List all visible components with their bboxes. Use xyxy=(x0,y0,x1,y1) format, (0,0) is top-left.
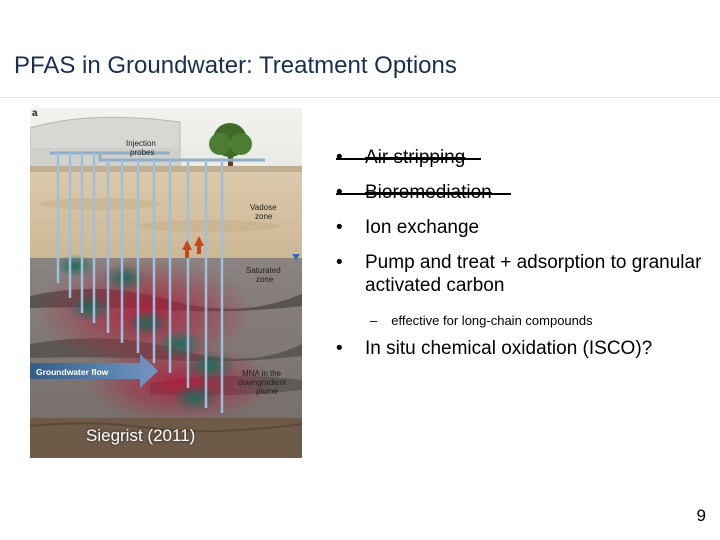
groundwater-remediation-figure: a Injection probes Vadose zone Saturated… xyxy=(30,108,302,458)
mna-label-3: plume xyxy=(256,387,278,396)
mna-label-2: downgradient xyxy=(238,378,287,387)
strikethrough-line xyxy=(336,158,481,160)
bullet-text: Pump and treat + adsorption to granular … xyxy=(365,252,702,296)
bullet-item-isco: • In situ chemical oxidation (ISCO)? xyxy=(336,337,665,360)
bullet-item-air-stripping: • Air stripping xyxy=(336,146,481,169)
figure-caption: Siegrist (2011) xyxy=(86,426,196,445)
sub-bullet-marker: – xyxy=(370,313,378,328)
groundwater-flow-label: Groundwater flow xyxy=(36,367,109,377)
title-divider xyxy=(0,97,720,98)
bullet-marker: • xyxy=(336,217,343,238)
probes-label: probes xyxy=(130,148,154,157)
bullet-marker: • xyxy=(336,338,343,359)
bullet-text: In situ chemical oxidation (ISCO)? xyxy=(365,338,653,359)
vadose-label: Vadose xyxy=(250,203,277,212)
saturated-zone-label: zone xyxy=(256,275,274,284)
strikethrough-line xyxy=(336,193,511,195)
sub-bullet-text: effective for long-chain compounds xyxy=(391,313,593,328)
saturated-label: Saturated xyxy=(246,266,281,275)
panel-label: a xyxy=(32,108,38,119)
bullet-marker: • xyxy=(336,146,343,169)
bullet-item-ion-exchange: • Ion exchange xyxy=(336,216,479,239)
bullet-item-pump-and-treat: • Pump and treat + adsorption to granula… xyxy=(336,251,705,297)
vadose-zone-label: zone xyxy=(255,212,273,221)
page-number: 9 xyxy=(696,506,706,525)
slide-title: PFAS in Groundwater: Treatment Options xyxy=(14,52,457,79)
bullet-marker: • xyxy=(336,252,343,273)
mna-label-1: MNA in the xyxy=(242,369,282,378)
bullet-text: Air stripping xyxy=(365,147,466,168)
figure-illustration: a Injection probes Vadose zone Saturated… xyxy=(30,108,302,458)
injection-label: Injection xyxy=(126,139,156,148)
bullet-marker: • xyxy=(336,181,343,204)
bullet-text: Ion exchange xyxy=(365,217,480,238)
sub-bullet-item: –effective for long-chain compounds xyxy=(370,309,593,332)
bullet-item-bioremediation: • Bioremediation xyxy=(336,181,511,204)
bullet-text: Bioremediation xyxy=(365,182,492,203)
